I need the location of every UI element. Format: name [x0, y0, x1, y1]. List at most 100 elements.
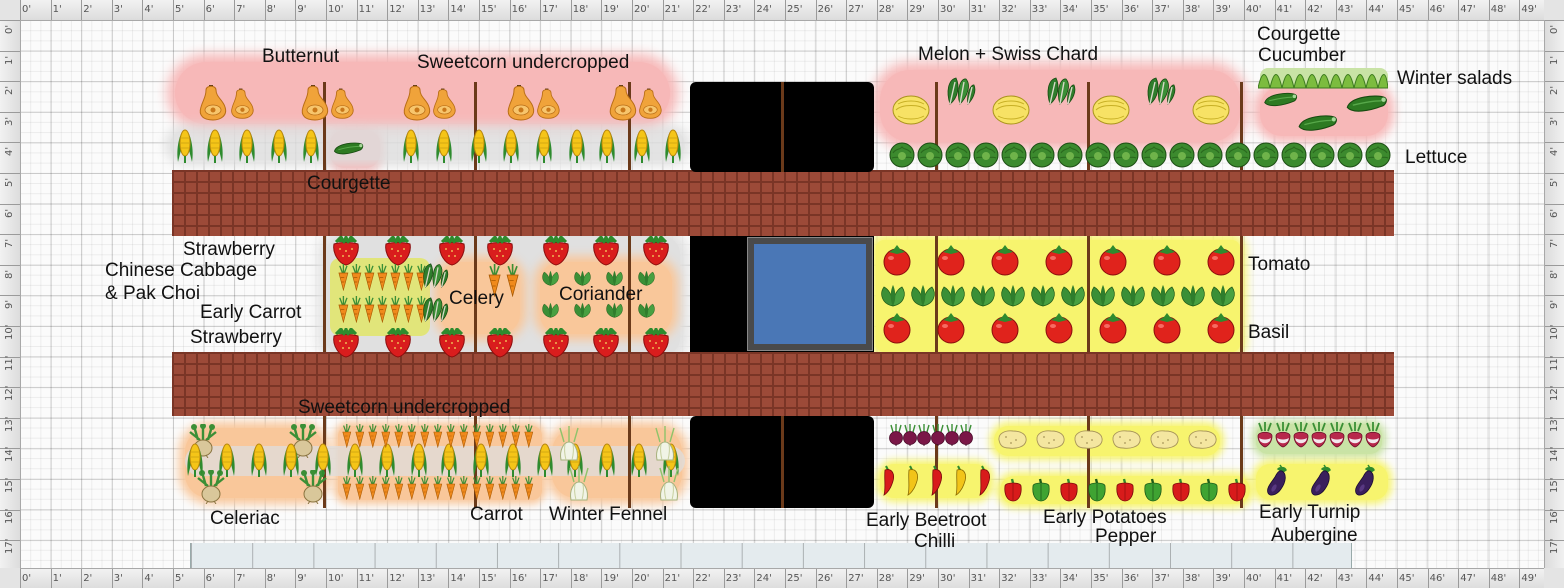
- strawberry-icon[interactable]: [484, 235, 516, 270]
- sweetcorn-icon[interactable]: [378, 440, 396, 482]
- butternut-squash-icon[interactable]: [196, 82, 230, 126]
- carrot-icon[interactable]: [472, 476, 482, 503]
- butternut-squash-icon[interactable]: [504, 82, 538, 126]
- carrot-icon[interactable]: [381, 476, 391, 503]
- aubergine-icon[interactable]: [1266, 464, 1288, 502]
- strawberry-icon[interactable]: [382, 235, 414, 270]
- tomato-icon[interactable]: [1150, 312, 1184, 348]
- bed-divider[interactable]: [1087, 416, 1090, 508]
- carrot-icon[interactable]: [407, 424, 417, 451]
- tomato-icon[interactable]: [988, 312, 1022, 348]
- tomato-icon[interactable]: [1204, 312, 1238, 348]
- bed-divider[interactable]: [935, 82, 938, 170]
- lettuce-icon[interactable]: [1224, 142, 1252, 172]
- butternut-squash-icon[interactable]: [606, 82, 640, 126]
- lettuce-icon[interactable]: [1308, 142, 1336, 172]
- carrot-icon[interactable]: [342, 476, 352, 503]
- basil-icon[interactable]: [572, 270, 593, 290]
- brick-path-top[interactable]: [172, 170, 1394, 236]
- carrot-icon[interactable]: [446, 424, 456, 451]
- potato-icon[interactable]: [1186, 428, 1218, 454]
- sweetcorn-icon[interactable]: [435, 126, 453, 168]
- carrot-icon[interactable]: [407, 476, 417, 503]
- zone-early-potatoes[interactable]: [994, 426, 1220, 456]
- sweetcorn-icon[interactable]: [410, 440, 428, 482]
- tomato-icon[interactable]: [988, 244, 1022, 280]
- tomato-icon[interactable]: [1204, 244, 1238, 280]
- swiss-chard-icon[interactable]: [944, 76, 976, 110]
- basil-icon[interactable]: [636, 270, 657, 290]
- sweetcorn-icon[interactable]: [504, 440, 522, 482]
- potato-icon[interactable]: [996, 428, 1028, 454]
- pepper-icon[interactable]: [1058, 478, 1080, 506]
- butternut-squash-icon[interactable]: [534, 86, 563, 123]
- courgette-icon[interactable]: [1262, 90, 1298, 112]
- basil-icon[interactable]: [572, 302, 593, 322]
- carrot-icon[interactable]: [338, 296, 349, 327]
- strawberry-icon[interactable]: [436, 235, 468, 270]
- turnip-icon[interactable]: [1328, 422, 1346, 452]
- lettuce-icon[interactable]: [1028, 142, 1056, 172]
- carrot-icon[interactable]: [390, 296, 401, 327]
- bed-divider[interactable]: [628, 236, 631, 352]
- basil-icon[interactable]: [1058, 284, 1088, 312]
- swiss-chard-icon[interactable]: [1044, 76, 1076, 110]
- carrot-icon[interactable]: [485, 424, 495, 451]
- carrot-icon[interactable]: [355, 476, 365, 503]
- carrot-icon[interactable]: [524, 424, 534, 451]
- bed-divider[interactable]: [1240, 236, 1243, 352]
- bed-divider[interactable]: [628, 82, 631, 170]
- beetroot-icon[interactable]: [958, 424, 974, 450]
- potato-icon[interactable]: [1110, 428, 1142, 454]
- fennel-icon[interactable]: [652, 426, 678, 466]
- sweetcorn-icon[interactable]: [536, 440, 554, 482]
- chilli-icon[interactable]: [928, 464, 946, 500]
- bed-divider[interactable]: [1087, 82, 1090, 170]
- basil-icon[interactable]: [1178, 284, 1208, 312]
- carrot-icon[interactable]: [355, 424, 365, 451]
- pepper-icon[interactable]: [1086, 478, 1108, 506]
- melon-icon[interactable]: [1092, 94, 1130, 130]
- bed-divider[interactable]: [1240, 416, 1243, 508]
- chilli-icon[interactable]: [976, 464, 994, 500]
- lettuce-icon[interactable]: [1000, 142, 1028, 172]
- swiss-chard-icon[interactable]: [420, 296, 449, 327]
- tomato-icon[interactable]: [1096, 244, 1130, 280]
- strawberry-icon[interactable]: [640, 327, 672, 362]
- melon-icon[interactable]: [992, 94, 1030, 130]
- fennel-icon[interactable]: [566, 466, 592, 506]
- basil-icon[interactable]: [878, 284, 908, 312]
- sweetcorn-icon[interactable]: [633, 126, 651, 168]
- sweetcorn-icon[interactable]: [302, 126, 320, 168]
- carrot-icon[interactable]: [485, 476, 495, 503]
- bed-divider[interactable]: [1240, 82, 1243, 170]
- strawberry-icon[interactable]: [590, 235, 622, 270]
- sweetcorn-icon[interactable]: [472, 440, 490, 482]
- sweetcorn-icon[interactable]: [270, 126, 288, 168]
- bed-divider[interactable]: [474, 82, 477, 170]
- bed-divider[interactable]: [628, 416, 631, 508]
- turnip-icon[interactable]: [1256, 422, 1274, 452]
- lettuce-icon[interactable]: [1252, 142, 1280, 172]
- carrot-icon[interactable]: [364, 264, 375, 295]
- strawberry-icon[interactable]: [640, 235, 672, 270]
- butternut-squash-icon[interactable]: [430, 86, 459, 123]
- carrot-icon[interactable]: [368, 424, 378, 451]
- tomato-icon[interactable]: [880, 244, 914, 280]
- bed-divider[interactable]: [323, 82, 326, 170]
- turnip-icon[interactable]: [1364, 422, 1382, 452]
- basil-icon[interactable]: [1208, 284, 1238, 312]
- basil-icon[interactable]: [938, 284, 968, 312]
- strawberry-icon[interactable]: [382, 327, 414, 362]
- swiss-chard-icon[interactable]: [420, 262, 449, 293]
- carrot-icon[interactable]: [394, 424, 404, 451]
- zone-sweetcorn-top[interactable]: [170, 130, 685, 160]
- carrot-icon[interactable]: [488, 264, 501, 301]
- sweetcorn-icon[interactable]: [502, 126, 520, 168]
- brick-path-middle[interactable]: [172, 352, 1394, 416]
- basil-icon[interactable]: [604, 270, 625, 290]
- lettuce-icon[interactable]: [1112, 142, 1140, 172]
- carrot-icon[interactable]: [377, 264, 388, 295]
- sweetcorn-icon[interactable]: [282, 440, 300, 482]
- carrot-icon[interactable]: [511, 476, 521, 503]
